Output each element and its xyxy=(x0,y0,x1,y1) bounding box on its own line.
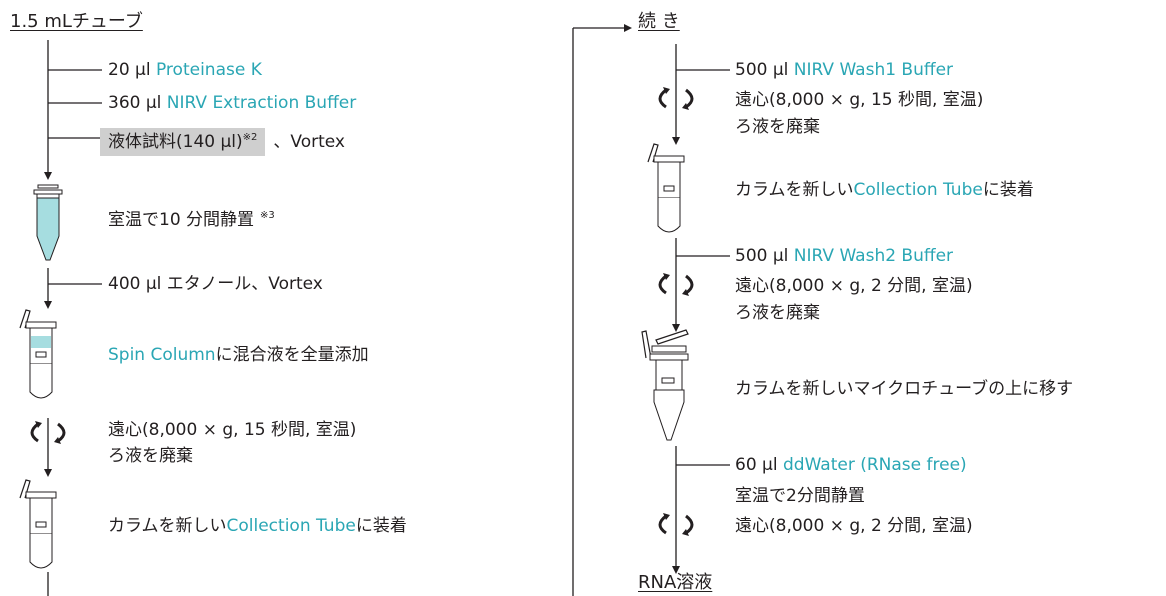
reagent-collection-tube: Collection Tube xyxy=(853,180,983,200)
spin-column-icon xyxy=(19,309,57,399)
step-proteinase: 20 µl Proteinase K xyxy=(108,60,262,80)
centrifuge-rotation-icon xyxy=(30,421,66,444)
spin-column-in-microtube-icon xyxy=(641,329,689,441)
step-ethanol: 400 µl エタノール、Vortex xyxy=(108,274,323,294)
amount: 500 µl xyxy=(735,60,794,80)
spin-column-icon xyxy=(19,479,57,569)
spin-column-icon xyxy=(647,143,685,233)
centrifuge-rotation-icon xyxy=(658,87,694,110)
step-transfer-right: カラムを新しいCollection Tubeに装着 xyxy=(735,180,1034,200)
step-sample: 液体試料(140 µl)※2 、Vortex xyxy=(100,128,345,156)
footnote-2: ※2 xyxy=(242,132,258,143)
vortex-label: 、Vortex xyxy=(273,132,345,152)
step-spin-left: 遠心(8,000 × g, 15 秒間, 室温) ろ液を廃棄 xyxy=(108,420,356,466)
right-title: 続 き xyxy=(638,11,680,32)
spin-label: 遠心(8,000 × g, 15 秒間, 室温) xyxy=(735,90,984,110)
left-title: 1.5 mLチューブ xyxy=(10,11,143,32)
step-spin-wash1: 遠心(8,000 × g, 15 秒間, 室温) ろ液を廃棄 xyxy=(735,90,983,137)
step-spin-wash2: 遠心(8,000 × g, 2 分間, 室温) ろ液を廃棄 xyxy=(735,276,973,323)
step-move-column: カラムを新しいマイクロチューブの上に移す xyxy=(735,379,1074,399)
incubate-label: 室温で10 分間静置 xyxy=(108,210,255,230)
discard-label: ろ液を廃棄 xyxy=(735,303,820,323)
reagent-spin-column: Spin Column xyxy=(108,345,216,365)
reagent-collection-tube: Collection Tube xyxy=(226,516,356,536)
discard-label: ろ液を廃棄 xyxy=(108,446,193,466)
reagent-wash1-buffer: NIRV Wash1 Buffer xyxy=(793,60,954,80)
step-load-column: Spin Columnに混合液を全量添加 xyxy=(108,345,369,365)
centrifuge-rotation-icon xyxy=(658,273,694,296)
centrifuge-rotation-icon xyxy=(658,513,694,536)
step-wash1: 500 µl NIRV Wash1 Buffer xyxy=(735,60,953,80)
step-extraction-buffer: 360 µl NIRV Extraction Buffer xyxy=(108,93,356,113)
result-rna-solution: RNA溶液 xyxy=(638,572,713,593)
spin-label: 遠心(8,000 × g, 2 分間, 室温) xyxy=(735,276,973,296)
amount: 500 µl xyxy=(735,246,794,266)
transfer-text-1: カラムを新しい xyxy=(735,180,854,200)
step-elute-spin: 遠心(8,000 × g, 2 分間, 室温) xyxy=(735,516,973,536)
discard-label: ろ液を廃棄 xyxy=(735,117,820,137)
amount: 360 µl xyxy=(108,93,167,113)
reagent-wash2-buffer: NIRV Wash2 Buffer xyxy=(793,246,954,266)
sample-label: 液体試料(140 µl) xyxy=(108,132,243,152)
load-label: に混合液を全量添加 xyxy=(215,345,369,365)
transfer-text-2: に装着 xyxy=(355,516,407,536)
transfer-text-1: カラムを新しい xyxy=(108,516,227,536)
step-elute-incubate: 室温で2分間静置 xyxy=(735,486,865,506)
step-incubate: 室温で10 分間静置 ※3 xyxy=(108,206,275,230)
transfer-text-2: に装着 xyxy=(982,180,1034,200)
reagent-extraction-buffer: NIRV Extraction Buffer xyxy=(166,93,357,113)
step-wash2: 500 µl NIRV Wash2 Buffer xyxy=(735,246,953,266)
reagent-ddwater: ddWater (RNase free) xyxy=(782,455,967,475)
amount: 20 µl xyxy=(108,60,156,80)
microtube-with-sample-icon xyxy=(33,184,63,261)
reagent-proteinase-k: Proteinase K xyxy=(155,60,262,80)
spin-label: 遠心(8,000 × g, 15 秒間, 室温) xyxy=(108,420,357,440)
step-transfer-left: カラムを新しいCollection Tubeに装着 xyxy=(108,516,407,536)
sample-highlight: 液体試料(140 µl)※2 xyxy=(100,128,266,156)
amount: 60 µl xyxy=(735,455,783,475)
footnote-3: ※3 xyxy=(260,210,275,221)
step-elute: 60 µl ddWater (RNase free) xyxy=(735,455,967,475)
